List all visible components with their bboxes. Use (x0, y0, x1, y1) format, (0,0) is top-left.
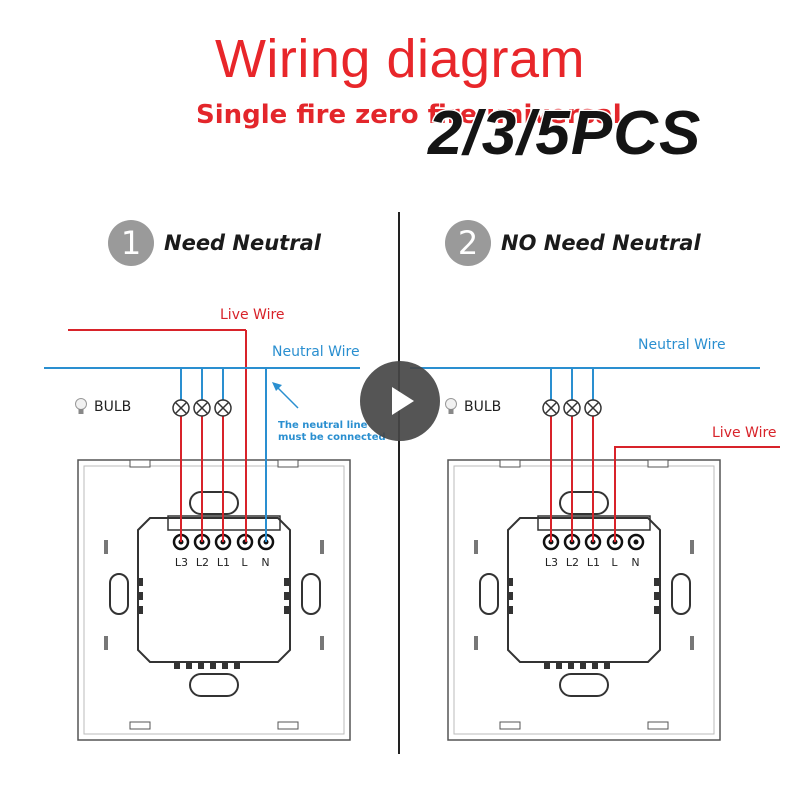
pack-count-overlay: 2/3/5PCS (426, 98, 702, 170)
terminal-label: L2 (195, 556, 210, 569)
play-button[interactable] (360, 361, 440, 441)
terminal-label: L (241, 556, 248, 569)
panel-2-neutral-wire-label: Neutral Wire (638, 337, 726, 353)
terminal-label: L3 (544, 556, 559, 569)
neutral-note-line-2: must be connected (278, 432, 386, 443)
terminal-label: L3 (174, 556, 189, 569)
panel-1-wires (44, 329, 360, 542)
panel-2-live-wire-label: Live Wire (712, 425, 777, 441)
diagram-title: Wiring diagram (214, 29, 586, 89)
terminal-label: N (631, 556, 640, 569)
panel-2-label: NO Need Neutral (501, 231, 701, 255)
neutral-note: The neutral line must be connected (278, 420, 386, 444)
panel-2-switch-plate (447, 459, 721, 741)
terminal-label: L1 (216, 556, 231, 569)
panel-2-bulb-label: BULB (464, 399, 502, 415)
panel-2-terminal-labels: L3 L2 L1 L N (541, 556, 646, 569)
panel-1-live-wire-label: Live Wire (220, 307, 285, 323)
diagram-subtitle: Single fire zero fire universal (196, 100, 622, 130)
bulb-icon (75, 398, 87, 414)
panel-1-bulb-legend: BULB (74, 398, 131, 416)
panel-divider (398, 212, 400, 754)
terminal-label: N (261, 556, 270, 569)
neutral-note-line-1: The neutral line (278, 420, 368, 431)
panel-1-terminal-labels: L3 L2 L1 L N (171, 556, 276, 569)
terminal-label: L (611, 556, 618, 569)
panel-1-number: 1 (108, 220, 154, 266)
panel-1-bulb-label: BULB (94, 399, 132, 415)
terminal-label: L1 (586, 556, 601, 569)
panel-2-number: 2 (445, 220, 491, 266)
panel-1-label: Need Neutral (164, 231, 321, 255)
panel-2-header: 2 NO Need Neutral (445, 220, 701, 266)
panel-1-header: 1 Need Neutral (108, 220, 321, 266)
panel-1-switch-plate (77, 459, 351, 741)
panel-2-wires (410, 367, 780, 542)
terminal-label: L2 (565, 556, 580, 569)
panel-2-bulb-legend: BULB (444, 398, 501, 416)
panel-1-neutral-wire-label: Neutral Wire (272, 344, 360, 360)
bulb-icon (445, 398, 457, 414)
